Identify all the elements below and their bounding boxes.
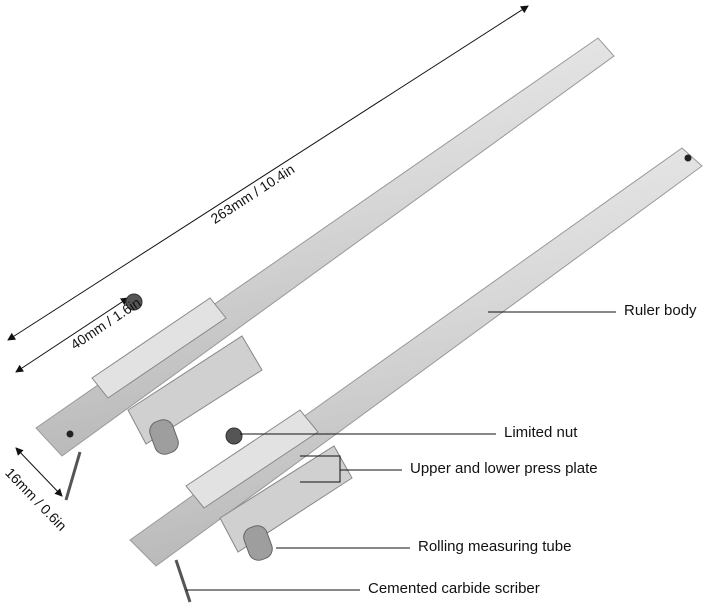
limited-nut — [225, 427, 243, 445]
scriber-length-dimension-line — [15, 447, 63, 497]
ruler-body-label: Ruler body — [624, 302, 697, 319]
ruler-body — [35, 37, 615, 457]
press-plate-label: Upper and lower press plate — [410, 460, 598, 477]
slider-upper-plate — [91, 297, 227, 399]
limited-nut-label: Limited nut — [504, 424, 578, 441]
slider-lower-plate — [219, 445, 353, 553]
scriber-label: Cemented carbide scriber — [368, 580, 540, 597]
measuring-tube — [243, 525, 273, 561]
ruler-hole — [66, 430, 74, 438]
press-plate-leader — [300, 455, 341, 483]
ruler-hole — [684, 154, 692, 162]
measuring-tube-label: Rolling measuring tube — [418, 538, 572, 555]
overall-length-dimension-line — [7, 5, 529, 341]
marking-gauge-1 — [35, 37, 615, 501]
slider-lower-plate — [127, 335, 263, 445]
limited-nut — [125, 293, 143, 311]
scriber-tip — [64, 451, 82, 501]
scriber-tip — [174, 559, 192, 603]
measuring-tube — [149, 419, 179, 455]
slider-length-dimension-line — [15, 297, 129, 373]
